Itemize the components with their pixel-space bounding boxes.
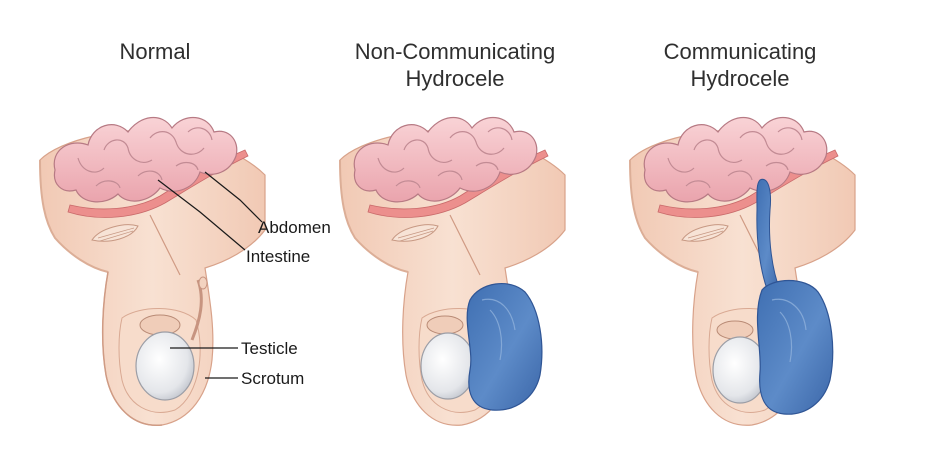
label-intestine: Intestine — [246, 247, 310, 266]
panel-title-communicating-line-2: Hydrocele — [690, 66, 790, 91]
panel-normal — [39, 116, 266, 427]
panel-title-normal: Normal — [45, 38, 265, 65]
panel-title-non-communicating: Non-Communicating Hydrocele — [325, 38, 585, 92]
fluid-sac-icon — [466, 283, 543, 411]
panel-title-communicating: Communicating Hydrocele — [620, 38, 860, 92]
panel-title-non-communicating-line-2: Hydrocele — [405, 66, 505, 91]
panel-title-non-communicating-line-1: Non-Communicating — [354, 39, 556, 64]
panel-communicating — [629, 116, 856, 427]
label-leaders — [157, 171, 263, 379]
label-scrotum: Scrotum — [241, 369, 304, 388]
label-testicle: Testicle — [241, 339, 298, 358]
panel-title-communicating-line-1: Communicating — [663, 39, 817, 64]
fluid-sac-communicating-icon — [756, 280, 834, 415]
panel-title-normal-line-1: Normal — [119, 39, 191, 64]
label-abdomen: Abdomen — [258, 218, 331, 237]
panel-non-communicating — [339, 116, 566, 427]
testicle-icon — [135, 314, 195, 401]
